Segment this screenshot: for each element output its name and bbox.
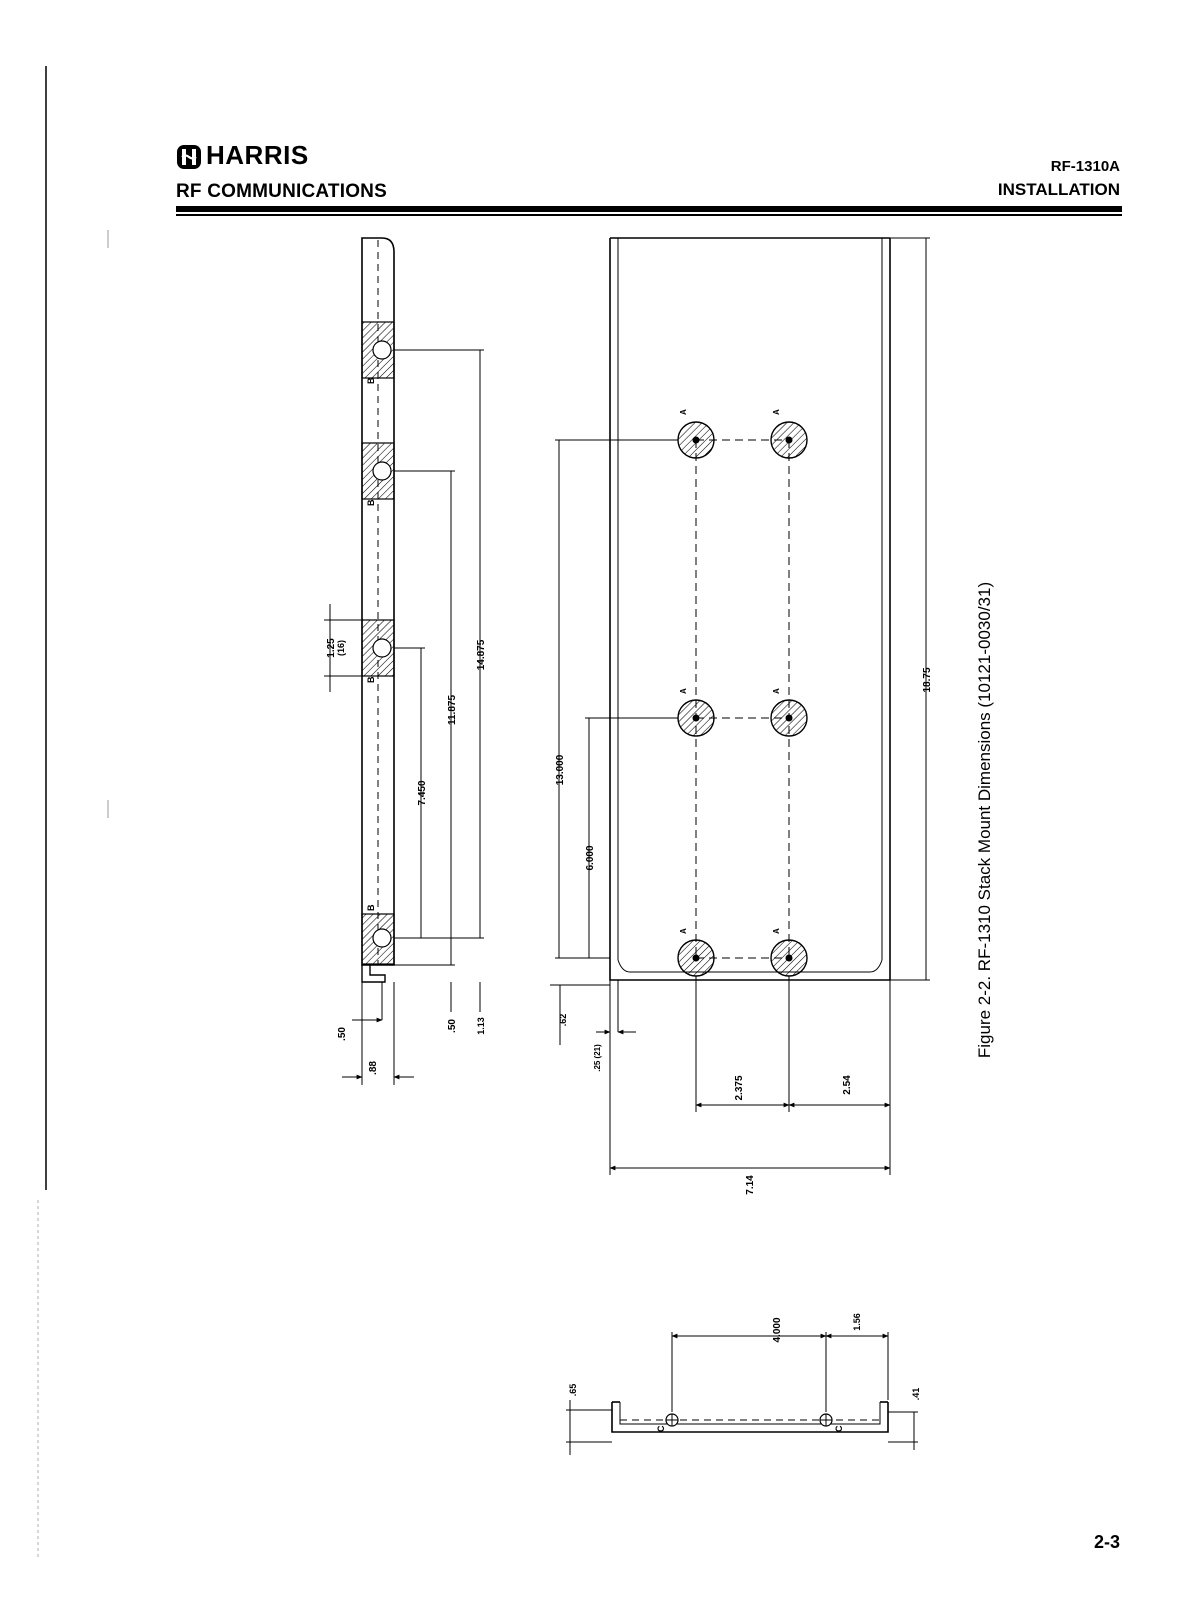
dim-6-000: 6.000 — [585, 845, 596, 870]
dim-41: .41 — [911, 1388, 921, 1401]
hole-label-a-3: A — [679, 688, 688, 694]
dim-88: .88 — [368, 1061, 379, 1075]
dim-1-25-metric: (16) — [336, 640, 346, 656]
dim-2-54: 2.54 — [842, 1075, 853, 1095]
side-view: B B B B 14.875 11.875 7.450 1.25 (16) — [324, 237, 487, 1085]
hole-label-c-2: C — [834, 1425, 844, 1432]
dim-1-25: 1.25 — [326, 638, 337, 658]
hole-label-b-3: B — [366, 676, 376, 683]
dim-50-left: .50 — [337, 1027, 348, 1041]
header-rule-thin — [176, 214, 1122, 216]
end-view: C C 4.000 1.56 .65 .41 — [566, 1313, 921, 1455]
dim-7-14: 7.14 — [745, 1175, 756, 1195]
plan-view: A A A A A A 18.75 13.000 6.000 .62 — [550, 237, 933, 1195]
section-title: INSTALLATION — [997, 180, 1120, 199]
page-number: 2-3 — [1093, 1532, 1120, 1552]
hole-label-a-6: A — [772, 928, 781, 934]
dim-7-450: 7.450 — [417, 780, 428, 805]
dim-13-000: 13.000 — [555, 754, 566, 785]
dim-1-56: 1.56 — [852, 1313, 862, 1331]
hole-label-c-1: C — [656, 1425, 666, 1432]
dim-11-875: 11.875 — [447, 695, 458, 725]
dim-65: .65 — [568, 1384, 578, 1397]
dim-25: .25 (21) — [593, 1044, 602, 1072]
header-rule — [176, 206, 1122, 212]
hole-label-b-1: B — [366, 377, 376, 384]
hole-label-a-1: A — [679, 409, 688, 415]
brand-name: HARRIS — [206, 140, 309, 170]
hole-label-a-2: A — [772, 409, 781, 415]
dim-2-375: 2.375 — [734, 1075, 745, 1100]
dim-62: .62 — [558, 1014, 568, 1027]
hole-label-b-2: B — [366, 499, 376, 506]
dim-14-875: 14.875 — [476, 639, 487, 670]
hole-label-b-4: B — [366, 904, 376, 911]
hole-label-a-5: A — [679, 928, 688, 934]
division-name: RF COMMUNICATIONS — [176, 181, 387, 202]
hole-label-a-4: A — [772, 688, 781, 694]
dim-50-right: .50 — [447, 1019, 458, 1033]
harris-logo-icon — [177, 145, 201, 169]
dim-18-75: 18.75 — [922, 667, 933, 692]
figure-caption: Figure 2-2. RF-1310 Stack Mount Dimensio… — [975, 581, 994, 1059]
dim-1-13: 1.13 — [476, 1017, 486, 1035]
document-number: RF-1310A — [1050, 158, 1120, 175]
dim-4-000: 4.000 — [772, 1317, 783, 1342]
